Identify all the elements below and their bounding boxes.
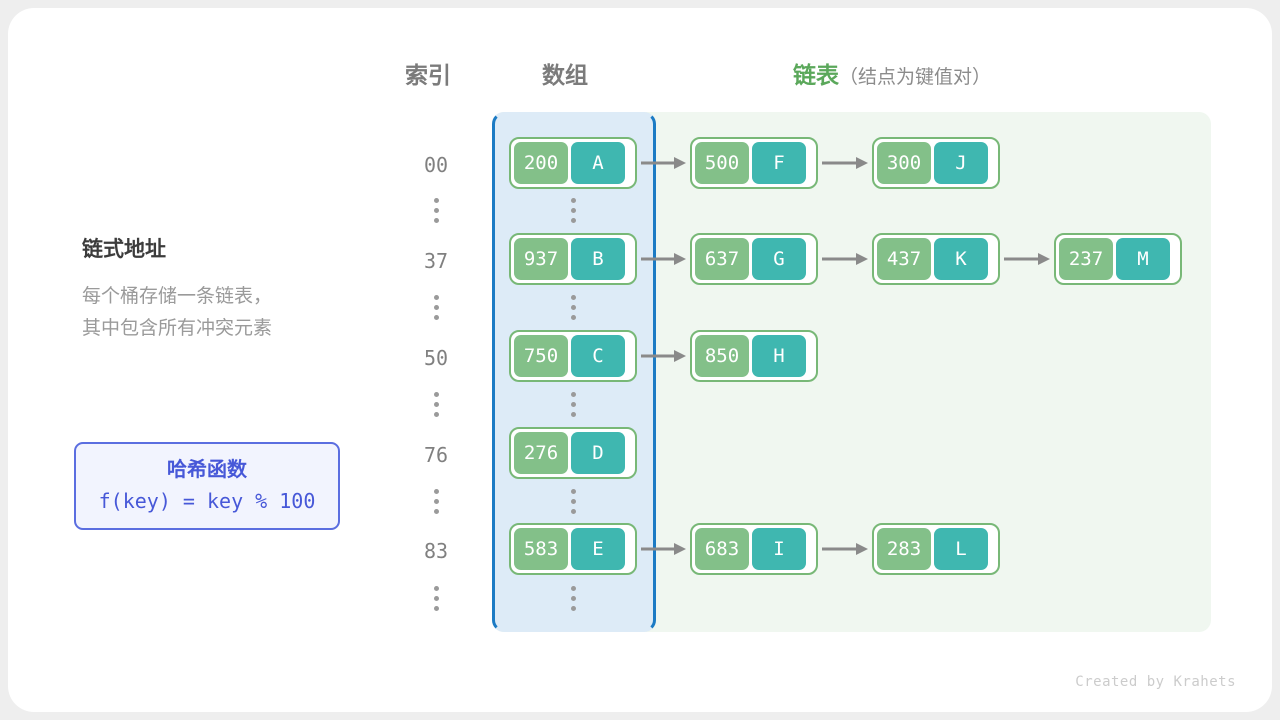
node-key: 750 xyxy=(514,335,568,377)
node-key: 500 xyxy=(695,142,749,184)
description-title: 链式地址 xyxy=(82,238,166,261)
header-index: 索引 xyxy=(405,62,451,88)
next-pointer-arrow xyxy=(822,251,868,267)
array-ellipsis xyxy=(566,392,580,417)
next-pointer-arrow xyxy=(641,155,686,171)
node-key: 850 xyxy=(695,335,749,377)
description-body: 每个桶存储一条链表， 其中包含所有冲突元素 xyxy=(82,281,272,345)
node-value: D xyxy=(571,432,625,474)
bucket-index-label: 76 xyxy=(423,443,449,467)
node-key: 937 xyxy=(514,238,568,280)
index-ellipsis xyxy=(429,295,443,320)
header-linked-list: 链表（结点为键值对） xyxy=(793,56,991,90)
array-ellipsis xyxy=(566,295,580,320)
node-key: 276 xyxy=(514,432,568,474)
header-linked-list-main: 链表 xyxy=(793,62,839,88)
node-value: I xyxy=(752,528,806,570)
node-key: 283 xyxy=(877,528,931,570)
footer-credit: Created by Krahets xyxy=(1075,674,1236,690)
node-key: 583 xyxy=(514,528,568,570)
node-value: F xyxy=(752,142,806,184)
node-value: E xyxy=(571,528,625,570)
description-line-2: 其中包含所有冲突元素 xyxy=(82,318,273,339)
bucket-index-label: 00 xyxy=(423,153,449,177)
node-value: B xyxy=(571,238,625,280)
header-array: 数组 xyxy=(542,62,588,88)
next-pointer-arrow xyxy=(641,251,686,267)
hash-function-title: 哈希函数 xyxy=(167,459,247,481)
hash-function-formula: f(key) = key % 100 xyxy=(98,489,316,513)
node-value: C xyxy=(571,335,625,377)
node-value: G xyxy=(752,238,806,280)
node-value: K xyxy=(934,238,988,280)
index-ellipsis xyxy=(429,198,443,223)
node-key: 637 xyxy=(695,238,749,280)
description-line-1: 每个桶存储一条链表， xyxy=(82,286,273,307)
next-pointer-arrow xyxy=(1004,251,1050,267)
node-value: A xyxy=(571,142,625,184)
next-pointer-arrow xyxy=(641,348,686,364)
node-value: H xyxy=(752,335,806,377)
hash-function-box: 哈希函数 f(key) = key % 100 xyxy=(74,442,340,530)
array-ellipsis xyxy=(566,489,580,514)
bucket-index-label: 50 xyxy=(423,346,449,370)
node-value: J xyxy=(934,142,988,184)
node-value: L xyxy=(934,528,988,570)
bucket-index-label: 37 xyxy=(423,249,449,273)
next-pointer-arrow xyxy=(641,541,686,557)
index-ellipsis xyxy=(429,489,443,514)
node-key: 237 xyxy=(1059,238,1113,280)
next-pointer-arrow xyxy=(822,155,868,171)
array-ellipsis xyxy=(566,586,580,611)
node-value: M xyxy=(1116,238,1170,280)
bucket-index-label: 83 xyxy=(423,539,449,563)
header-linked-list-sub: （结点为键值对） xyxy=(839,67,992,88)
array-ellipsis xyxy=(566,198,580,223)
node-key: 300 xyxy=(877,142,931,184)
node-key: 437 xyxy=(877,238,931,280)
node-key: 200 xyxy=(514,142,568,184)
index-ellipsis xyxy=(429,392,443,417)
index-ellipsis xyxy=(429,586,443,611)
node-key: 683 xyxy=(695,528,749,570)
next-pointer-arrow xyxy=(822,541,868,557)
